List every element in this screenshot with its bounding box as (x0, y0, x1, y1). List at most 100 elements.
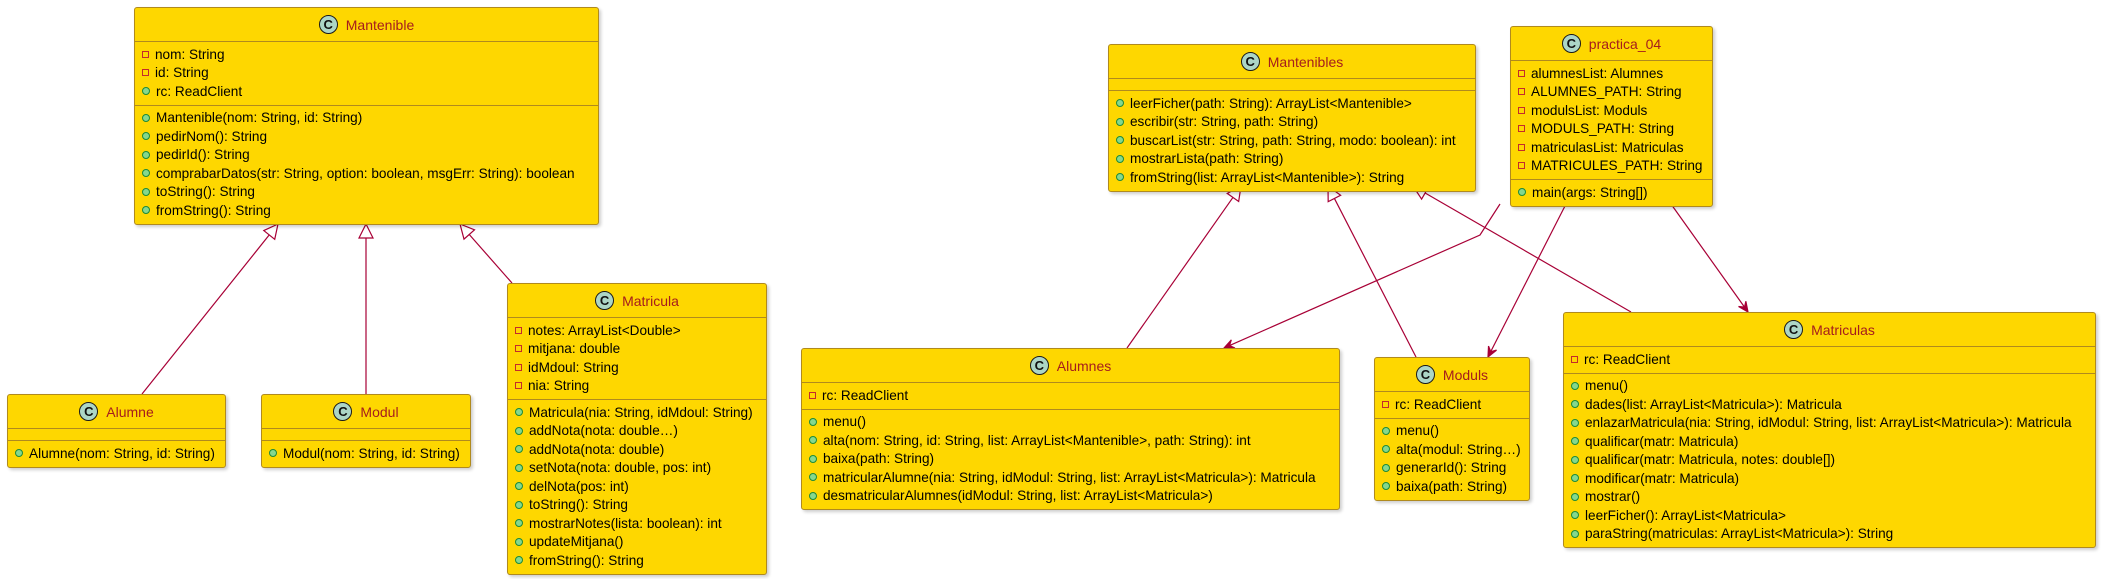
method-row: mostrarNotes(lista: boolean): int (508, 514, 766, 533)
method-row: toString(): String (508, 496, 766, 515)
method-row: toString(): String (135, 183, 598, 202)
method-row: modificar(matr: Matricula) (1564, 469, 2095, 488)
inheritance-edge-moduls-mantenibles (1327, 184, 1417, 358)
class-name: Moduls (1442, 366, 1489, 383)
public-visibility-icon (142, 87, 150, 96)
method-text: leerFicher(path: String): ArrayList<Mant… (1130, 95, 1412, 111)
method-row: updateMitjana() (508, 533, 766, 552)
public-visibility-icon (809, 473, 817, 482)
class-methods-section: Alumne(nom: String, id: String) (8, 441, 225, 467)
public-visibility-icon (1382, 482, 1390, 491)
method-text: matricularAlumne(nia: String, idModul: S… (823, 469, 1316, 485)
method-row: generarId(): String (1375, 459, 1529, 478)
method-row: leerFicher(path: String): ArrayList<Mant… (1109, 94, 1475, 113)
inheritance-edge-alumnes-mantenibles (1126, 184, 1242, 349)
public-visibility-icon (1571, 381, 1579, 390)
class-name: practica_04 (1588, 35, 1662, 52)
class-icon: C (1561, 34, 1581, 53)
field-row: nom: String (135, 45, 598, 64)
class-icon: C (595, 291, 615, 310)
class-name: Alumnes (1056, 357, 1112, 374)
method-text: mostrarLista(path: String) (1130, 151, 1284, 167)
class-methods-section: menu()alta(nom: String, id: String, list… (802, 410, 1339, 510)
private-visibility-icon (1518, 143, 1525, 151)
public-visibility-icon (1571, 418, 1579, 427)
method-row: Mantenible(nom: String, id: String) (135, 109, 598, 128)
public-visibility-icon (1382, 463, 1390, 472)
class-methods-section: Matricula(nia: String, idMdoul: String)a… (508, 400, 766, 574)
method-row: Modul(nom: String, id: String) (262, 444, 470, 463)
field-text: id: String (155, 65, 209, 81)
private-visibility-icon (142, 69, 149, 77)
method-text: setNota(nota: double, pos: int) (529, 460, 712, 476)
method-row: paraString(matriculas: ArrayList<Matricu… (1564, 525, 2095, 544)
class-name: Alumne (106, 403, 154, 420)
method-text: qualificar(matr: Matricula, notes: doubl… (1585, 452, 1836, 468)
method-text: buscarList(str: String, path: String, mo… (1130, 132, 1456, 148)
method-row: baixa(path: String) (802, 450, 1339, 469)
method-text: Alumne(nom: String, id: String) (29, 445, 215, 461)
association-edge-practica_04-alumnes (1222, 203, 1501, 349)
private-visibility-icon (1518, 69, 1525, 77)
field-text: MODULS_PATH: String (1531, 121, 1675, 137)
public-visibility-icon (809, 454, 817, 463)
method-row: leerFicher(): ArrayList<Matricula> (1564, 506, 2095, 525)
method-row: dades(list: ArrayList<Matricula>): Matri… (1564, 395, 2095, 414)
public-visibility-icon (515, 556, 523, 565)
class-name: Mantenible (345, 16, 415, 33)
class-fields-section (262, 429, 470, 441)
class-fields-section: rc: ReadClient (802, 383, 1339, 410)
method-row: matricularAlumne(nia: String, idModul: S… (802, 468, 1339, 487)
method-row: menu() (1375, 422, 1529, 441)
class-methods-section: menu()alta(modul: String…)generarId(): S… (1375, 419, 1529, 500)
method-text: pedirNom(): String (156, 128, 268, 144)
method-text: addNota(nota: double…) (529, 423, 678, 439)
method-row: comprabarDatos(str: String, option: bool… (135, 164, 598, 183)
public-visibility-icon (1382, 445, 1390, 454)
method-text: leerFicher(): ArrayList<Matricula> (1585, 507, 1786, 523)
field-row: nia: String (508, 377, 766, 396)
public-visibility-icon (269, 449, 277, 458)
public-visibility-icon (142, 169, 150, 178)
public-visibility-icon (1571, 474, 1579, 483)
field-row: notes: ArrayList<Double> (508, 321, 766, 340)
class-icon: C (1784, 320, 1804, 339)
private-visibility-icon (1518, 106, 1525, 114)
field-text: idMdoul: String (528, 359, 619, 375)
field-row: id: String (135, 64, 598, 83)
public-visibility-icon (515, 500, 523, 509)
method-row: desmatricularAlumnes(idModul: String, li… (802, 487, 1339, 506)
inheritance-edge-modul-mantenible (358, 222, 374, 394)
field-text: alumnesList: Alumnes (1531, 65, 1664, 81)
public-visibility-icon (1382, 426, 1390, 435)
class-name: Matriculas (1811, 321, 1875, 338)
class-icon: C (318, 15, 338, 34)
field-row: ALUMNES_PATH: String (1511, 83, 1712, 102)
private-visibility-icon (1571, 355, 1578, 363)
public-visibility-icon (1116, 117, 1124, 126)
public-visibility-icon (1571, 529, 1579, 538)
public-visibility-icon (1571, 492, 1579, 501)
method-text: mostrar() (1585, 489, 1641, 505)
field-text: matriculasList: Matriculas (1531, 139, 1684, 155)
private-visibility-icon (1518, 125, 1525, 133)
field-row: alumnesList: Alumnes (1511, 64, 1712, 83)
field-row: rc: ReadClient (1564, 350, 2095, 369)
public-visibility-icon (809, 417, 817, 426)
field-row: rc: ReadClient (802, 386, 1339, 405)
method-text: fromString(): String (529, 552, 644, 568)
method-text: comprabarDatos(str: String, option: bool… (156, 165, 575, 181)
public-visibility-icon (1571, 455, 1579, 464)
